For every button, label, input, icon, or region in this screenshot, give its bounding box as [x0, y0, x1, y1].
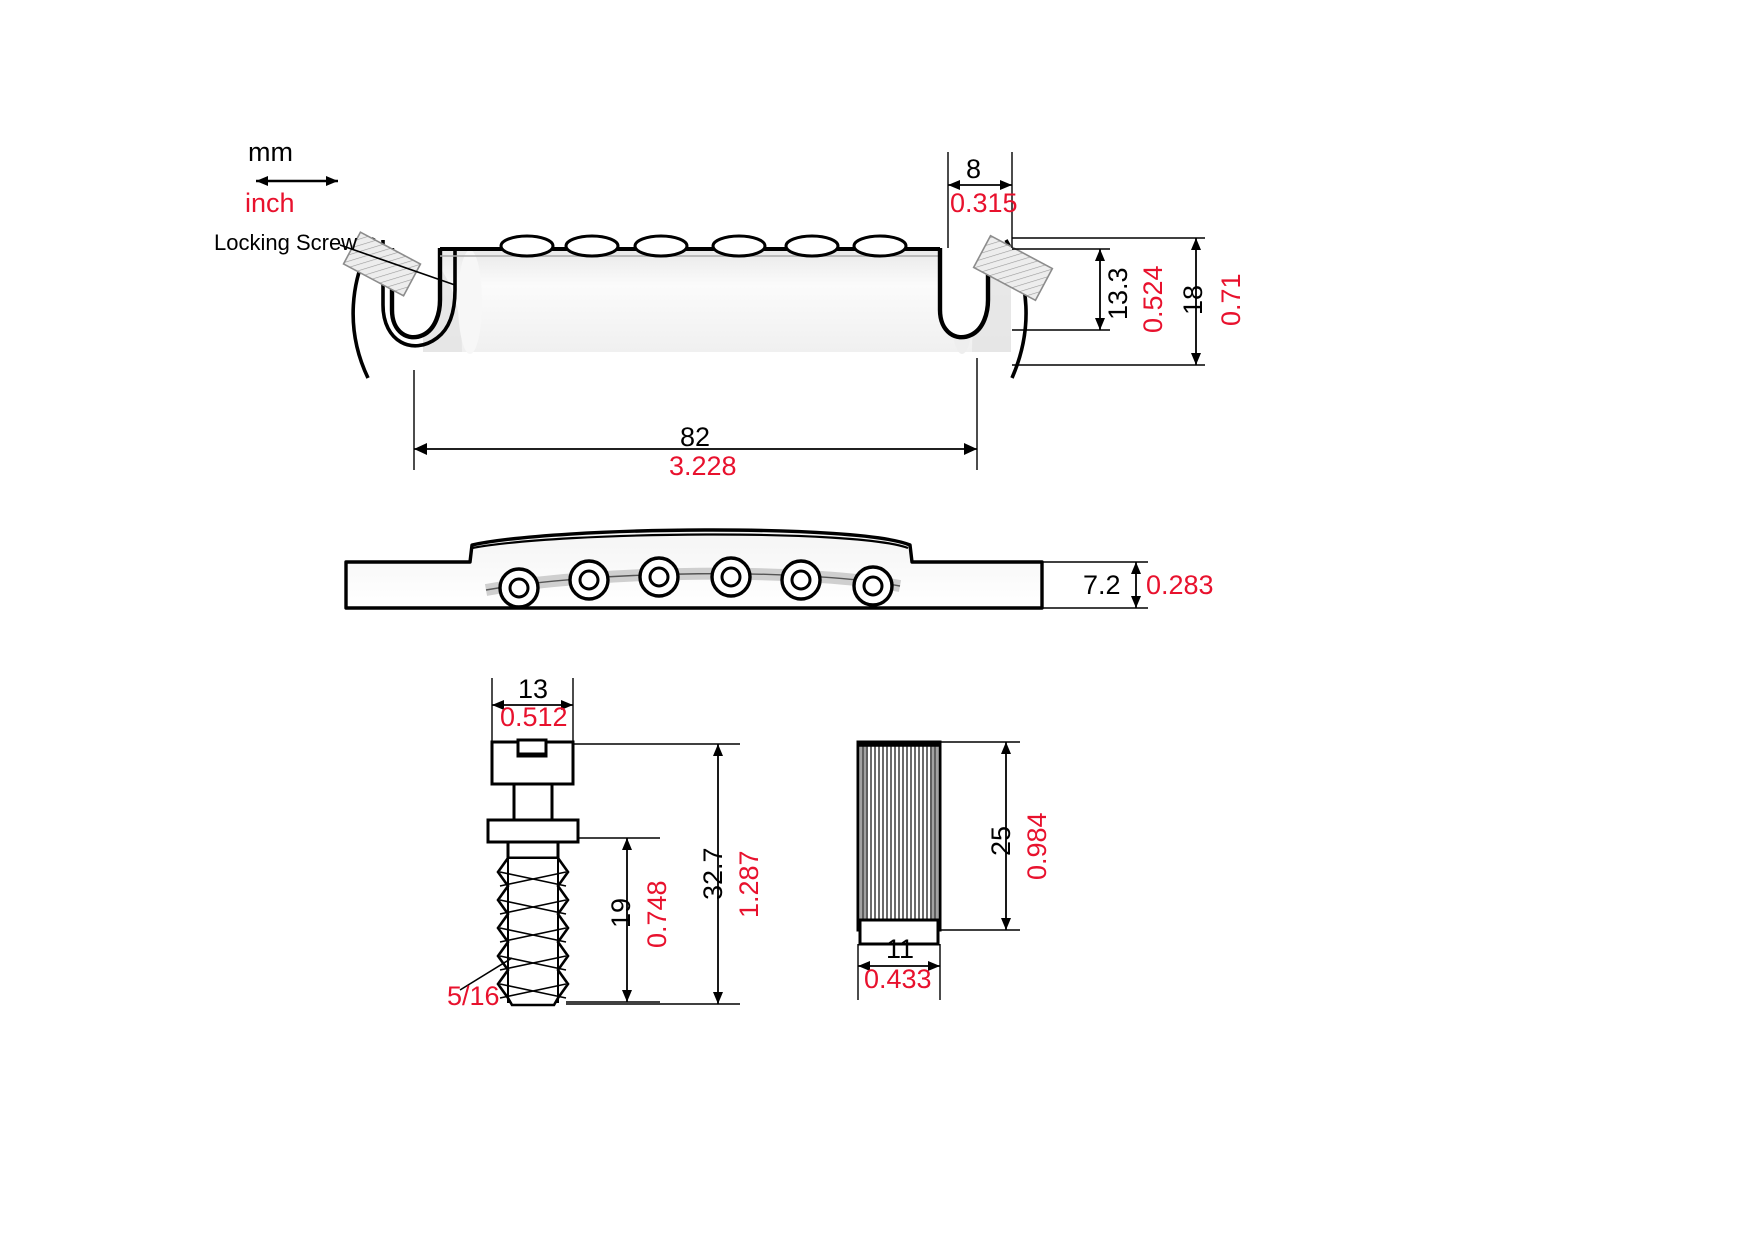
dim-overall-length-82	[413, 358, 978, 470]
legend-inch-label: inch	[245, 188, 295, 218]
dim-label-body-thickness-inch: 0.283	[1146, 570, 1214, 600]
dim-post-height-25	[940, 741, 1020, 931]
dim-label-slot-width-mm: 8	[966, 154, 982, 184]
unit-legend-arrow	[256, 176, 338, 186]
dim-screw-length-32-7	[566, 743, 740, 1005]
dim-label-body-thickness-mm: 7.2	[1083, 570, 1121, 600]
thread-spec-label: 5/16	[447, 981, 500, 1011]
dim-thread-length-19	[566, 837, 660, 1003]
dim-label-screw-length-inch: 1.287	[734, 850, 764, 918]
dim-label-post-diameter-inch: 0.433	[864, 964, 932, 994]
dim-label-slot-width-inch: 0.315	[950, 188, 1018, 218]
saddle-hole-group	[498, 556, 894, 609]
dim-overall-height-18	[1012, 237, 1205, 366]
dim-body-thickness-7-2	[1042, 561, 1148, 609]
dim-label-head-diameter-mm: 13	[518, 674, 549, 704]
locking-screw-left	[342, 231, 422, 297]
side-view-geometry	[344, 528, 1044, 610]
string-hole-group	[499, 234, 908, 258]
knurling-lines	[860, 744, 938, 920]
dim-label-thread-length-mm: 19	[606, 897, 636, 928]
dim-label-inner-height-inch: 0.524	[1138, 265, 1168, 333]
dim-label-overall-length-inch: 3.228	[669, 451, 737, 481]
dim-head-diameter-13	[491, 678, 574, 742]
dim-label-post-diameter-mm: 11	[886, 934, 915, 964]
dim-post-diameter-11	[857, 944, 941, 1000]
dim-label-overall-length-mm: 82	[680, 422, 711, 452]
dim-label-thread-length-inch: 0.748	[642, 880, 672, 948]
screw-detail-geometry	[459, 738, 580, 1007]
legend-mm-label: mm	[248, 137, 293, 167]
locking-screw-right	[972, 234, 1054, 302]
dim-inner-height-13-3	[1012, 248, 1110, 331]
dim-label-screw-length-mm: 32.7	[698, 847, 728, 900]
dim-slot-width-8	[947, 152, 1013, 248]
locking-screw-label: Locking Screw	[214, 230, 358, 255]
dim-label-post-height-inch: 0.984	[1022, 812, 1052, 880]
top-view-geometry	[339, 231, 1054, 379]
dim-label-head-diameter-inch: 0.512	[500, 702, 568, 732]
dim-label-post-height-mm: 25	[986, 825, 1016, 856]
dim-label-overall-height-mm: 18	[1178, 284, 1208, 315]
post-detail-geometry	[856, 740, 942, 946]
dim-label-overall-height-inch: 0.71	[1216, 273, 1246, 326]
dim-label-inner-height-mm: 13.3	[1103, 267, 1133, 320]
